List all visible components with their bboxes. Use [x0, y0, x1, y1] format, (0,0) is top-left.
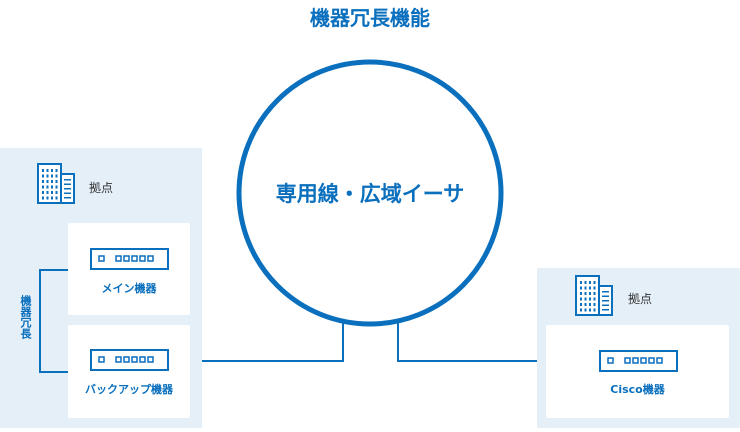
device-label-main: メイン機器: [101, 282, 157, 295]
network-device-icon: [90, 349, 169, 371]
network-device-icon: [90, 248, 169, 270]
redundancy-label: 機器冗長: [19, 295, 32, 339]
site-label-right: 拠点: [628, 292, 653, 306]
site-label-left: 拠点: [89, 181, 114, 195]
device-label-cisco: Cisco機器: [610, 383, 665, 396]
network-device-icon: [599, 350, 678, 372]
redundancy-bracket: [39, 269, 68, 373]
building-icon: [37, 163, 75, 204]
building-icon: [575, 275, 613, 316]
link-line-right: [397, 323, 537, 362]
link-line-left: [202, 323, 344, 362]
network-label: 専用線・広域イーサ: [275, 182, 465, 206]
page-title: 機器冗長機能: [310, 6, 430, 30]
device-card-backup: [68, 325, 190, 418]
device-label-backup: バックアップ機器: [85, 383, 173, 396]
network-circle: [236, 59, 504, 327]
